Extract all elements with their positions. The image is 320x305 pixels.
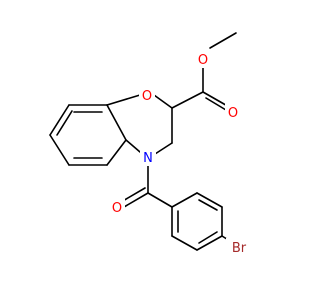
bromophenyl-ring — [171, 192, 231, 251]
oxazine-ring — [106, 94, 173, 155]
bromine-label: Br — [232, 241, 247, 256]
ring-oxygen-label: O — [142, 89, 152, 104]
benzo-ring — [49, 104, 127, 166]
amide-oxygen-label: O — [112, 201, 122, 216]
molecule-structure: O N O O O Br — [49, 32, 247, 256]
ester-carbonyl-oxygen-label: O — [228, 106, 238, 121]
ring-nitrogen-label: N — [143, 151, 153, 166]
ester-group — [171, 32, 237, 114]
amide-group — [120, 163, 173, 208]
structure-canvas: O N O O O Br — [49, 32, 247, 256]
ester-oxygen-label: O — [198, 53, 208, 68]
